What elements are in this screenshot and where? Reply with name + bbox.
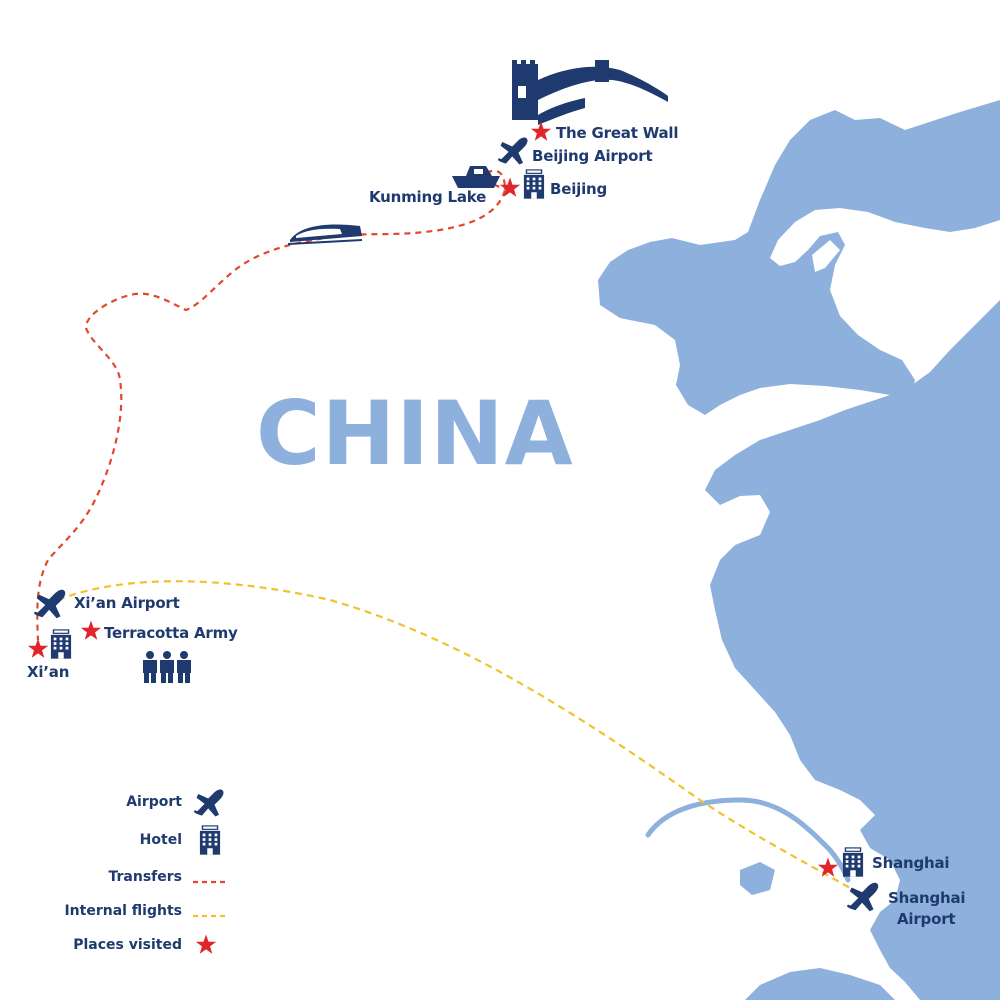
label-shanghai-airport-line2: Airport — [897, 910, 956, 928]
shandong-and-east-coast — [705, 300, 1000, 1000]
legend-item-internal-flights: Internal flights — [64, 903, 182, 919]
label-shanghai-airport-line1: Shanghai — [888, 889, 966, 907]
legend-item-places-visited: Places visited — [73, 937, 182, 953]
great-wall-icon — [512, 60, 668, 125]
shanghai-airport-icon — [846, 882, 879, 912]
train-icon — [287, 224, 363, 245]
island — [740, 862, 775, 895]
legend-item-hotel: Hotel — [139, 832, 182, 848]
internal-flights-route — [57, 580, 863, 896]
transfers-route — [36, 169, 511, 641]
zhejiang-coast — [745, 968, 895, 1000]
label-terracotta-army: Terracotta Army — [104, 624, 238, 642]
country-label: CHINA — [256, 382, 574, 485]
legend-hotel-icon — [199, 825, 221, 855]
legend-star — [195, 934, 217, 954]
beijing-airport-icon — [497, 137, 528, 165]
label-xian-airport: Xi’an Airport — [74, 594, 180, 612]
label-kunming-lake: Kunming Lake — [369, 188, 487, 206]
liaodong-peninsula — [598, 100, 1000, 415]
legend-airplane-icon — [193, 789, 224, 817]
yangtze-river — [645, 797, 851, 883]
boat-icon — [452, 166, 500, 188]
legend-item-airport: Airport — [126, 794, 182, 810]
hotel-beijing-icon — [523, 169, 545, 199]
terracotta-warriors-icon — [143, 651, 191, 683]
hotel-xian-icon — [50, 629, 72, 659]
coastline-shapes — [598, 100, 1000, 1000]
star-great-wall — [530, 121, 552, 141]
label-beijing: Beijing — [550, 180, 608, 198]
hotel-shanghai-icon — [842, 847, 864, 877]
label-beijing-airport: Beijing Airport — [532, 147, 653, 165]
label-xian: Xi’an — [27, 663, 70, 681]
star-xian — [27, 638, 49, 658]
star-terracotta — [80, 620, 102, 640]
label-great-wall: The Great Wall — [556, 124, 679, 142]
label-shanghai: Shanghai — [872, 854, 950, 872]
legend-item-transfers: Transfers — [108, 869, 183, 885]
